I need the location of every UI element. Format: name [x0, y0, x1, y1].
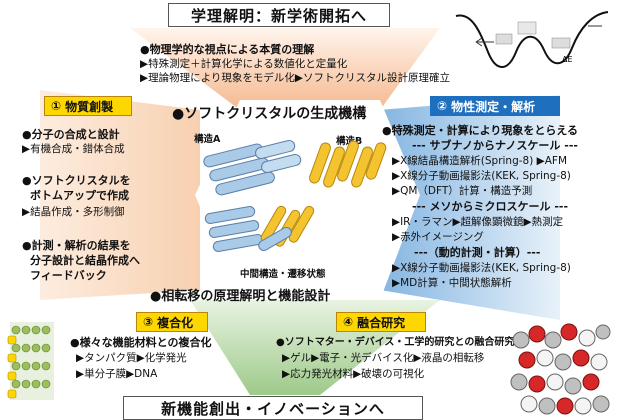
sec2-line-1: ●特殊測定・計算により現象をとらえる [382, 124, 579, 137]
sector-left [40, 90, 200, 300]
sec1-line-5: ▶結晶作成・多形制御 [22, 206, 125, 218]
sec1-line-7: 分子設計と結晶作成へ [30, 254, 140, 267]
tag-2-number: ② [437, 99, 448, 113]
center-bottom-heading: ●相転移の原理解明と機能設計 [150, 289, 331, 304]
tag-3-label: 複合化 [157, 315, 194, 330]
tag-material-creation: ① 物質創製 [44, 96, 132, 116]
intermediate-label: 中間構造・遷移状態 [240, 269, 326, 280]
sec2-line-11: ▶MD計算・中間状態解析 [392, 277, 512, 289]
sec2-line-5: ▶QM（DFT）計算・構造予測 [392, 185, 533, 197]
top-line-1: ●物理学的な視点による本質の理解 [140, 43, 315, 56]
energy-landscape-plot: ΔE [455, 11, 609, 68]
tag-1-label: 物質創製 [65, 99, 114, 114]
center-heading: ●ソフトクリスタルの生成機構 [172, 106, 367, 122]
sec1-line-3: ●ソフトクリスタルを [22, 174, 131, 187]
sector-right [380, 95, 560, 320]
sec1-line-6: ●計測・解析の結果を [22, 239, 131, 252]
sec1-line-2: ▶有機合成・錯体合成 [22, 143, 125, 155]
sec2-line-4: ▶X線分子動画撮影法(KEK, Spring-8) [392, 170, 571, 182]
sec1-line-4: ボトムアップで作成 [30, 189, 129, 202]
intermediate-molecules [204, 205, 315, 252]
sec3-line-3: ▶単分子膜▶DNA [76, 368, 158, 380]
top-line-3: ▶理論物理により現象をモデル化▶ソフトクリスタル設計原理確立 [140, 72, 450, 84]
sec2-line-9: ---（動的計測・計算）--- [414, 246, 541, 259]
molecular-ball-model [510, 323, 611, 415]
tag-1-number: ① [51, 99, 62, 113]
sec1-line-1: ●分子の合成と設計 [22, 128, 120, 141]
monolayer-illustration [7, 322, 54, 400]
sec2-line-7: ▶IR・ラマン▶超解像顕微鏡▶熱測定 [392, 216, 564, 228]
sec3-line-2: ▶タンパク質▶化学発光 [76, 352, 187, 364]
tag-fusion-research: ④ 融合研究 [336, 312, 426, 332]
tag-property-measurement: ② 物性測定・解析 [430, 96, 560, 116]
sec2-line-6: --- メソからミクロスケール --- [412, 200, 569, 213]
sector-top [130, 28, 440, 110]
sec4-line-3: ▶応力発光材料▶破壊の可視化 [282, 368, 425, 380]
tag-4-number: ④ [343, 315, 354, 329]
structure-a-label: 構造A [194, 134, 221, 145]
structure-b-molecules [309, 140, 387, 188]
sec4-line-2: ▶ゲル▶電子・光デバイス化▶液晶の相転移 [282, 352, 485, 364]
sec2-line-10: ▶X線分子動画撮影法(KEK, Spring-8) [392, 262, 571, 274]
tag-4-label: 融合研究 [357, 315, 406, 330]
sec2-line-8: ▶赤外イメージング [392, 231, 484, 243]
structure-b-label: 構造B [336, 136, 363, 147]
sec4-line-1: ●ソフトマター・デバイス・工学的研究との融合研究 [276, 337, 515, 348]
tag-2-label: 物性測定・解析 [451, 99, 536, 114]
top-line-2: ▶特殊測定＋計算化学による数値化と定量化 [140, 58, 348, 70]
tag-3-number: ③ [143, 315, 154, 329]
sec1-line-8: フィードバック [30, 269, 107, 282]
structure-a-molecules [203, 139, 302, 196]
sec2-line-3: ▶X線結晶構造解析(Spring-8) ▶AFM [392, 155, 568, 167]
crystal-structure-illustration [203, 139, 387, 252]
sec3-line-1: ●様々な機能材料との複合化 [70, 336, 212, 349]
tag-composite: ③ 複合化 [136, 312, 208, 332]
top-title: 学理解明：新学術開拓へ [168, 3, 390, 27]
sec2-line-2: --- サブナノからナノスケール --- [412, 139, 578, 152]
bottom-title: 新機能創出・イノベーションへ [123, 396, 423, 420]
energy-label: ΔE [562, 55, 573, 64]
